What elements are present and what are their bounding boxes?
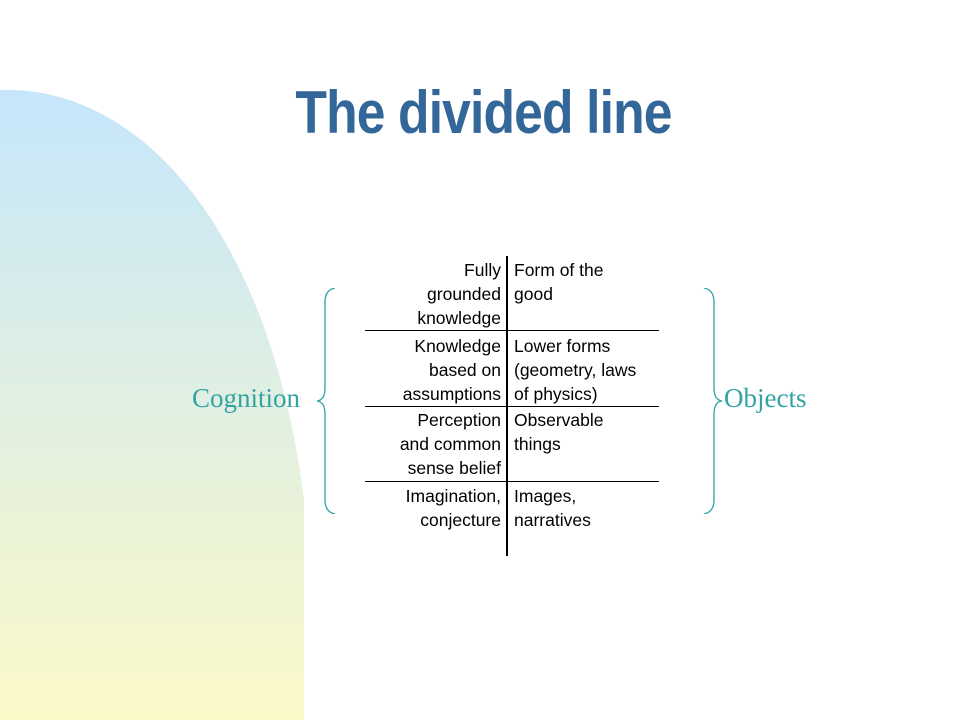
row-divider xyxy=(365,330,659,331)
row-divider xyxy=(365,406,659,407)
cognition-cell: Fully grounded knowledge xyxy=(417,260,501,328)
right-brace xyxy=(703,288,723,514)
cognition-cell: Perception and common sense belief xyxy=(399,410,501,478)
row-divider xyxy=(365,481,659,482)
objects-label: Objects xyxy=(724,383,807,413)
object-cell: Lower forms (geometry, laws of physics) xyxy=(514,336,637,404)
cognition-cell: Knowledge based on assumptions xyxy=(402,336,501,404)
cognition-label: Cognition xyxy=(191,383,300,413)
left-brace xyxy=(316,288,336,514)
cognition-cell: Imagination, conjecture xyxy=(405,486,501,530)
object-cell: Form of the good xyxy=(514,260,604,304)
object-cell: Observable things xyxy=(514,410,604,454)
object-cell: Images, narratives xyxy=(514,486,591,530)
page-title: The divided line xyxy=(295,79,672,146)
